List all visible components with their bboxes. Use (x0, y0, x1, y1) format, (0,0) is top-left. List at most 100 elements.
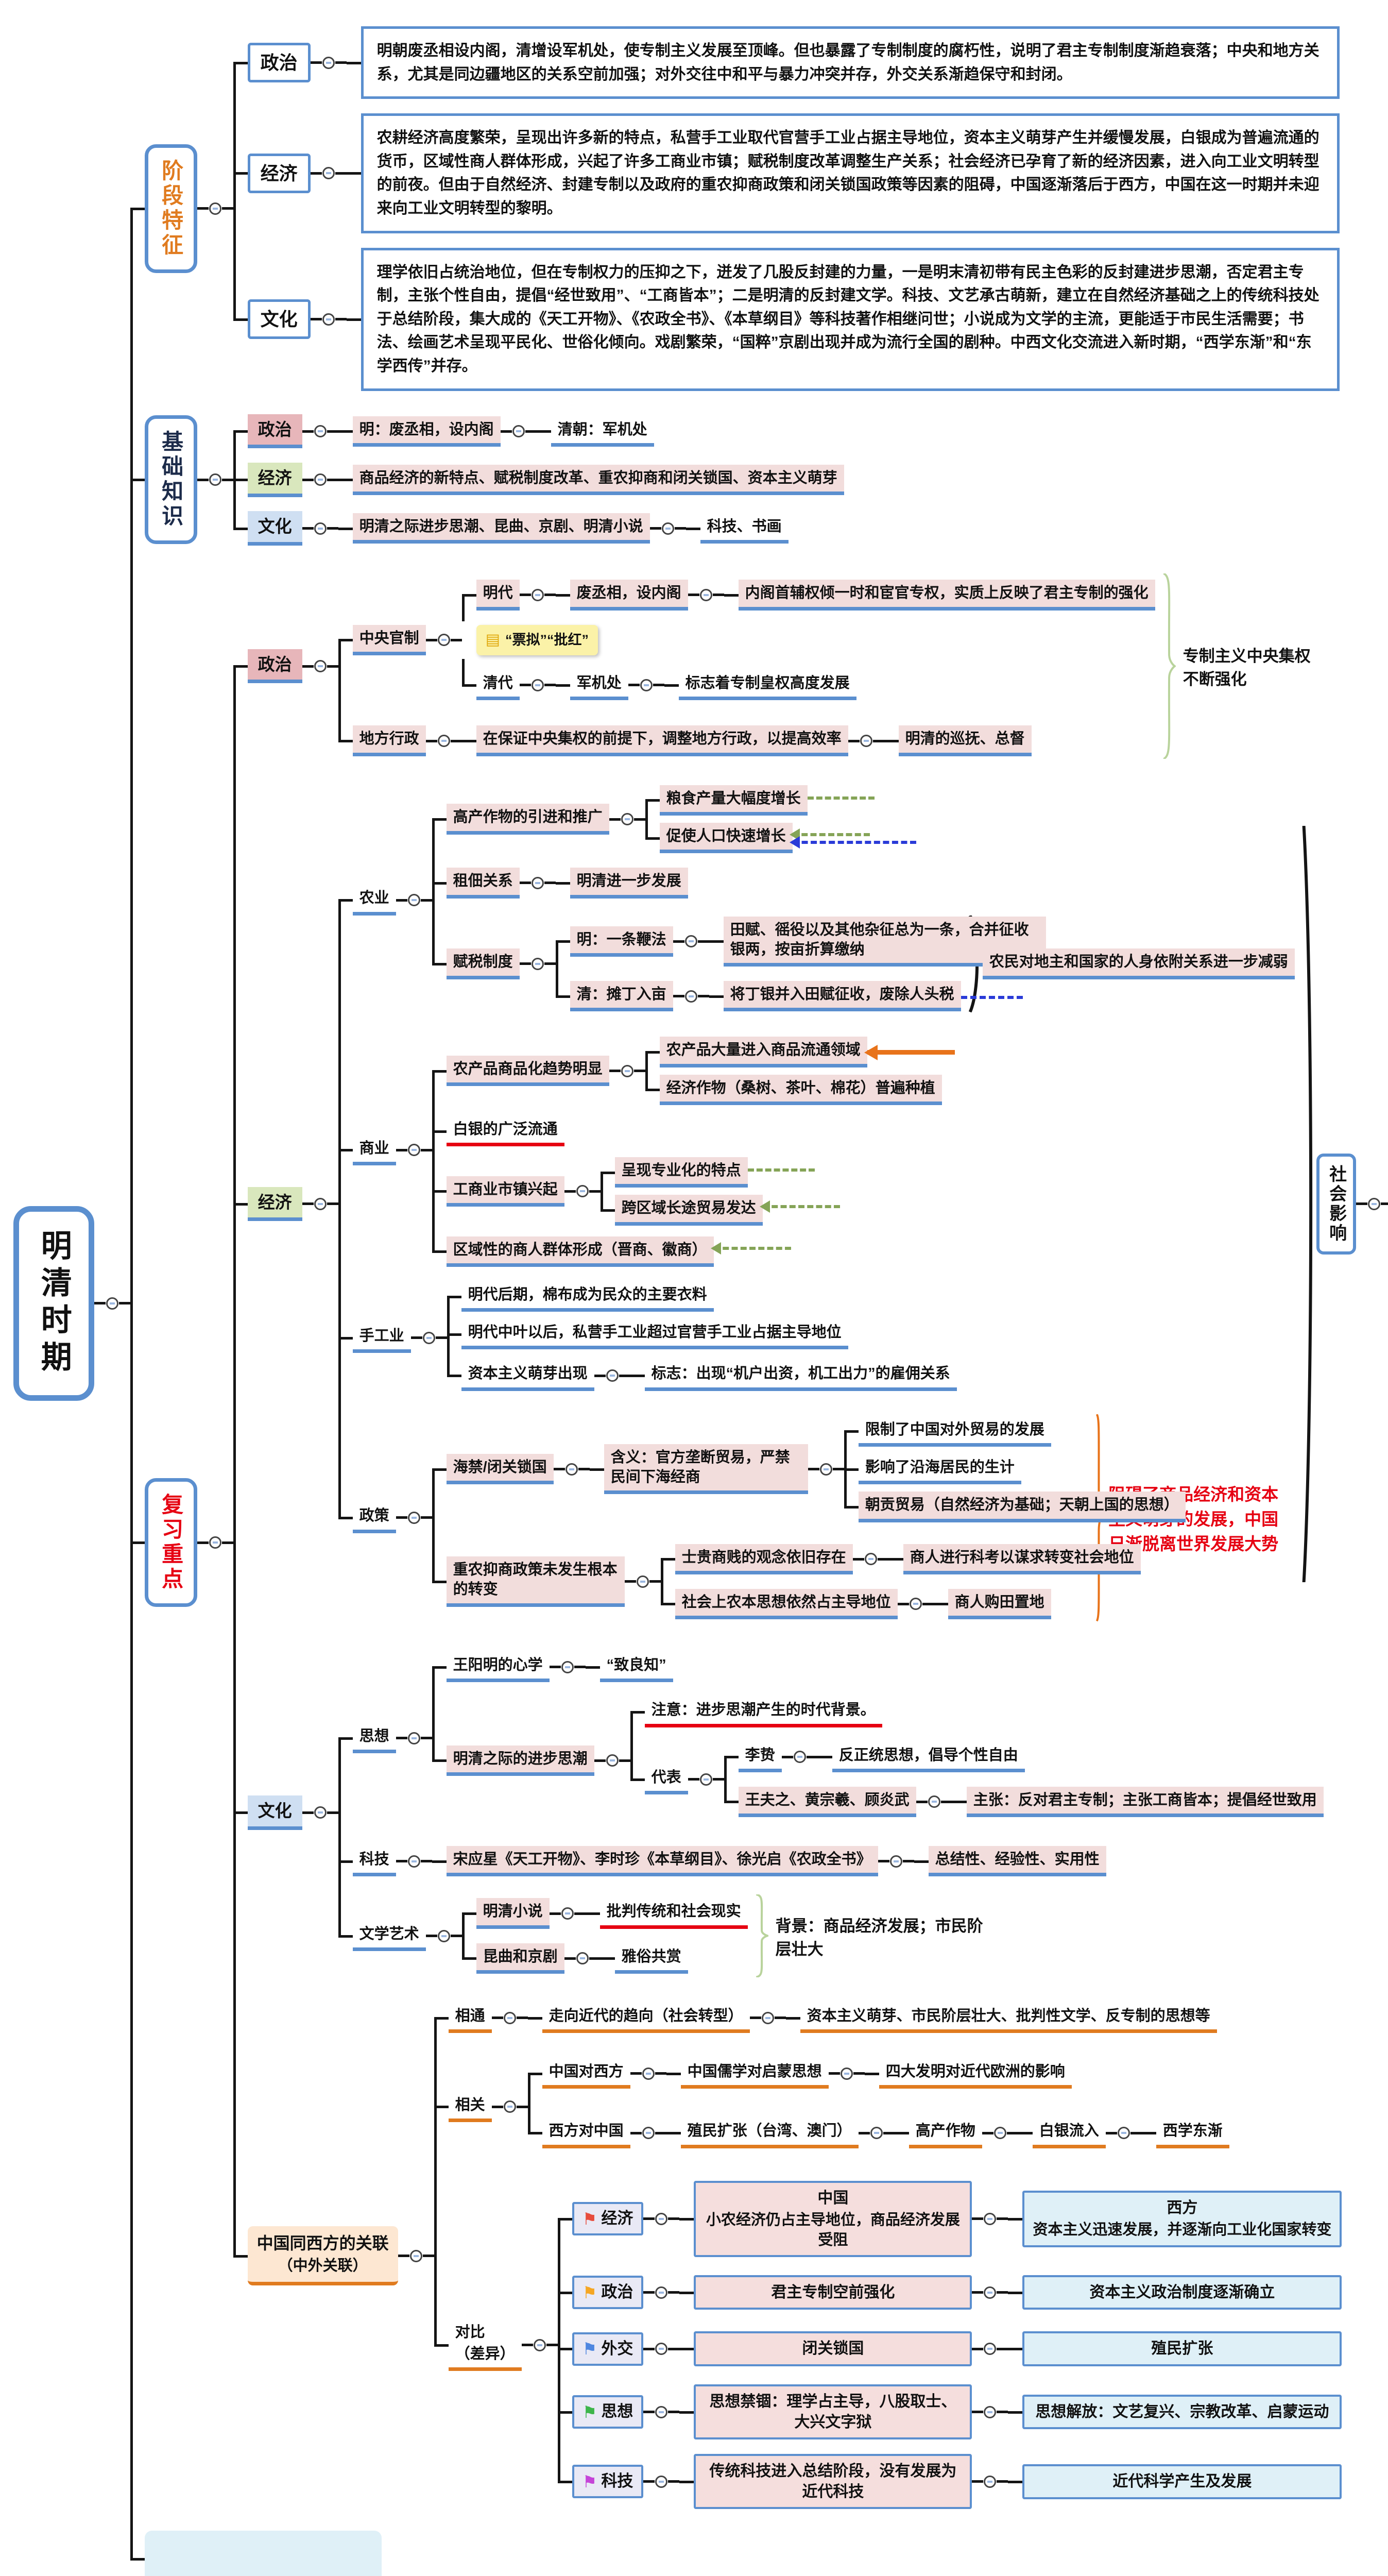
topic[interactable]: 标志：出现“机户出资，机工出力”的雇佣关系 (644, 1360, 957, 1391)
stage-economy-paragraph[interactable]: 农耕经济高度繁荣，呈现出许多新的特点，私营手工业取代官营手工业占据主导地位，资本… (361, 113, 1340, 233)
collapse-minus-icon[interactable] (1117, 2127, 1130, 2140)
topic[interactable]: 明清进一步发展 (570, 868, 688, 899)
topic[interactable]: 商业 (352, 1135, 396, 1165)
topic[interactable]: 明清的巡抚、总督 (898, 725, 1032, 756)
topic[interactable]: 主张：反对君主专制；主张工商皆本；提倡经世致用 (966, 1786, 1324, 1818)
comparison-china[interactable]: 中国小农经济仍占主导地位，商品经济发展受阻 (694, 2180, 972, 2257)
annotation-dependency-weakened[interactable]: 农民对地主和国家的人身依附关系进一步减弱 (982, 948, 1295, 979)
topic[interactable]: 农业 (352, 885, 396, 916)
collapse-minus-icon[interactable] (314, 1197, 327, 1210)
comparison-west[interactable]: 西方资本主义迅速发展，并逐渐向工业化国家转变 (1022, 2190, 1342, 2247)
topic[interactable]: 促使人口快速增长 (659, 823, 916, 854)
topic[interactable]: 农产品商品化趋势明显 (446, 1055, 609, 1087)
collapse-minus-icon[interactable] (314, 425, 327, 438)
topic[interactable]: 相通 (448, 2003, 492, 2033)
collapse-minus-icon[interactable] (655, 2405, 668, 2418)
branch-basic-knowledge[interactable]: 基础知识 (145, 415, 197, 545)
topic[interactable]: 中央官制 (352, 624, 426, 656)
collapse-minus-icon[interactable] (531, 957, 544, 970)
topic[interactable]: 高产作物 (909, 2117, 982, 2148)
topic[interactable]: 昆曲和京剧 (476, 1943, 564, 1974)
collapse-minus-icon[interactable] (642, 2127, 655, 2140)
collapse-minus-icon[interactable] (655, 2475, 668, 2488)
collapse-minus-icon[interactable] (640, 679, 653, 691)
social-impact[interactable]: 社会影响 (1316, 1153, 1356, 1255)
topic[interactable]: 地方行政 (352, 725, 426, 756)
collapse-minus-icon[interactable] (531, 679, 544, 691)
topic[interactable]: 粮食产量大幅度增长 (659, 785, 875, 816)
topic[interactable]: 明代后期，棉布成为民众的主要衣料 (461, 1281, 714, 1312)
basic-politics-tag[interactable]: 政治 (247, 414, 302, 449)
topic[interactable]: 反正统思想，倡导个性自由 (832, 1742, 1025, 1772)
topic[interactable]: 中国儒学对启蒙思想 (680, 2058, 829, 2089)
topic[interactable]: 商人购田置地 (948, 1588, 1051, 1620)
topic[interactable]: 资本主义萌芽、市民阶层壮大、批判性文学、反专制的思想等 (800, 2003, 1217, 2033)
topic[interactable]: 西方对中国 (542, 2117, 630, 2148)
collapse-minus-icon[interactable] (636, 1575, 649, 1588)
collapse-minus-icon[interactable] (984, 2286, 997, 2299)
collapse-minus-icon[interactable] (621, 1064, 633, 1077)
comparison-west[interactable]: 思想解放：文艺复兴、宗教改革、启蒙运动 (1022, 2394, 1342, 2430)
topic[interactable]: 含义：官方垄断贸易，严禁民间下海经商 (604, 1444, 808, 1495)
topic[interactable]: 李贽 (738, 1742, 782, 1772)
topic[interactable]: 工商业市镇兴起 (446, 1176, 564, 1207)
comparison-west[interactable]: 近代科学产生及发展 (1022, 2464, 1342, 2499)
topic[interactable]: 代表 (644, 1764, 688, 1795)
topic[interactable]: 资本主义萌芽出现 (461, 1360, 594, 1391)
comparison-china[interactable]: 闭关锁国 (694, 2331, 972, 2367)
collapse-minus-icon[interactable] (860, 735, 872, 748)
collapse-minus-icon[interactable] (209, 473, 221, 486)
compare-differences[interactable]: 对比（差异） (448, 2319, 522, 2371)
collapse-minus-icon[interactable] (533, 2338, 546, 2351)
collapse-minus-icon[interactable] (928, 1795, 940, 1808)
stage-politics[interactable]: 政治 (247, 42, 311, 83)
collapse-minus-icon[interactable] (437, 735, 450, 748)
collapse-minus-icon[interactable] (642, 2067, 655, 2080)
topic[interactable]: 思想 (352, 1723, 396, 1754)
collapse-minus-icon[interactable] (503, 2011, 516, 2024)
collapse-minus-icon[interactable] (984, 2405, 997, 2418)
collapse-minus-icon[interactable] (684, 935, 697, 948)
collapse-minus-icon[interactable] (909, 1598, 922, 1611)
review-culture-tag[interactable]: 文化 (247, 1795, 302, 1830)
stage-economy[interactable]: 经济 (247, 153, 311, 194)
topic[interactable]: 白银流入 (1032, 2117, 1106, 2148)
collapse-minus-icon[interactable] (864, 1553, 877, 1566)
topic[interactable]: 废丞相，设内阁 (570, 580, 688, 611)
topic[interactable]: 王夫之、黄宗羲、顾炎武 (738, 1786, 916, 1818)
topic[interactable]: 农产品大量进入商品流通领域 (659, 1037, 955, 1067)
topic[interactable]: 在保证中央集权的前提下，调整地方行政，以提高效率 (476, 725, 848, 756)
collapse-minus-icon[interactable] (503, 2100, 516, 2113)
compare-tech-label[interactable]: ⚑科技 (572, 2465, 644, 2499)
topic[interactable]: 批判传统和社会现实 (599, 1898, 748, 1929)
root-topic-ming-qing[interactable]: 明清时期 (13, 1206, 95, 1401)
topic[interactable]: 科技 (352, 1846, 396, 1877)
topic[interactable]: 影响了沿海居民的生计 (858, 1454, 1021, 1485)
collapse-minus-icon[interactable] (531, 588, 544, 601)
topic[interactable]: 走向近代的趋向（社会转型） (542, 2003, 750, 2033)
collapse-minus-icon[interactable] (565, 1463, 578, 1476)
collapse-minus-icon[interactable] (576, 1185, 589, 1198)
collapse-minus-icon[interactable] (699, 588, 712, 601)
collapse-minus-icon[interactable] (322, 313, 335, 326)
collapse-minus-icon[interactable] (870, 2127, 883, 2140)
collapse-minus-icon[interactable] (655, 2286, 668, 2299)
topic[interactable]: 明代 (476, 580, 520, 611)
topic[interactable]: 宋应星《天工开物》、李时珍《本草纲目》、徐光启《农政全书》 (446, 1846, 878, 1877)
collapse-minus-icon[interactable] (761, 2011, 774, 2024)
collapse-minus-icon[interactable] (561, 1660, 574, 1673)
topic[interactable]: 相关 (448, 2092, 492, 2123)
topic[interactable]: 清代 (476, 670, 520, 701)
topic[interactable]: 科技、书画 (700, 513, 789, 544)
topic[interactable]: 内阁首辅权倾一时和宦官专权，实质上反映了君主专制的强化 (738, 580, 1155, 611)
collapse-minus-icon[interactable] (106, 1297, 119, 1310)
topic[interactable]: “致良知” (599, 1652, 673, 1683)
topic[interactable]: 白银的广泛流通 (446, 1116, 564, 1147)
collapse-minus-icon[interactable] (699, 1773, 712, 1786)
collapse-minus-icon[interactable] (407, 1855, 420, 1868)
collapse-minus-icon[interactable] (993, 2127, 1006, 2140)
collapse-minus-icon[interactable] (407, 894, 420, 907)
branch-stage-features[interactable]: 阶段特征 (145, 144, 197, 273)
topic[interactable]: 标志着专制皇权高度发展 (678, 670, 856, 701)
topic[interactable]: 朝贡贸易（自然经济为基础；天朝上国的思想） (858, 1492, 1186, 1522)
